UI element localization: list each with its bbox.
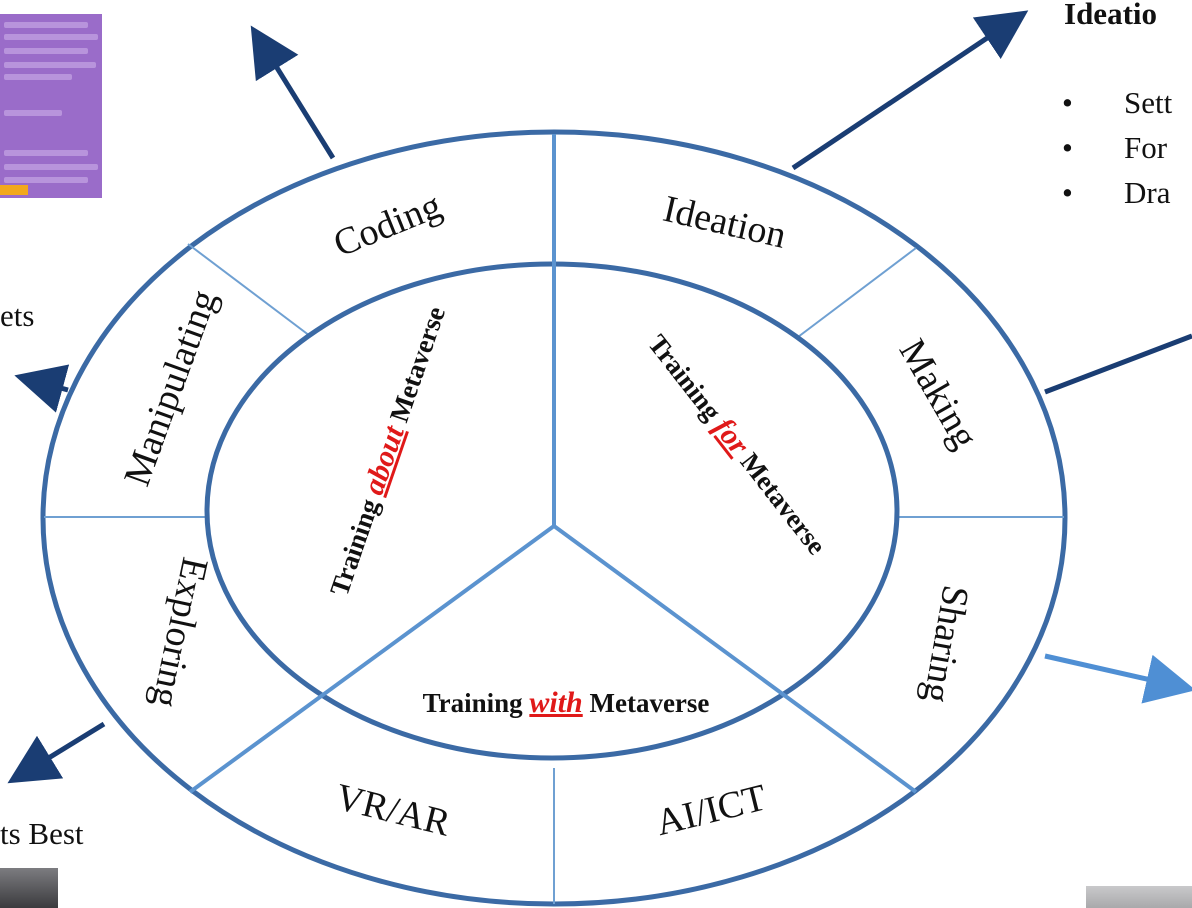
- bullet-icon: •: [1062, 130, 1073, 165]
- bullet-icon: •: [1062, 85, 1073, 120]
- spoke-left: [188, 524, 556, 794]
- divider: [187, 243, 319, 343]
- side-bullet: Dra: [1124, 175, 1171, 210]
- photo-thumbnail: [1086, 886, 1192, 908]
- side-bullet: Sett: [1124, 85, 1173, 120]
- bullet-icon: •: [1062, 175, 1073, 210]
- side-bullet: For: [1124, 130, 1168, 165]
- left-fragment-bottom: ts Best: [0, 816, 84, 851]
- divider: [793, 247, 917, 341]
- arrow-sharing: [1044, 653, 1192, 704]
- arrow-making: [1044, 333, 1192, 395]
- photo-thumbnail: [0, 868, 58, 908]
- coding-blocks-thumbnail: [0, 14, 102, 198]
- arrow-ideation: [791, 10, 1029, 171]
- side-panel-title: Ideatio: [1064, 0, 1157, 31]
- arrow-exploring: [7, 721, 106, 784]
- arrow-manipulating: [14, 364, 70, 413]
- label-training-with: Training with Metaverse: [423, 686, 710, 719]
- arrow-coding: [250, 25, 336, 160]
- spoke-right: [552, 524, 918, 794]
- left-fragment-top: ets: [0, 298, 34, 333]
